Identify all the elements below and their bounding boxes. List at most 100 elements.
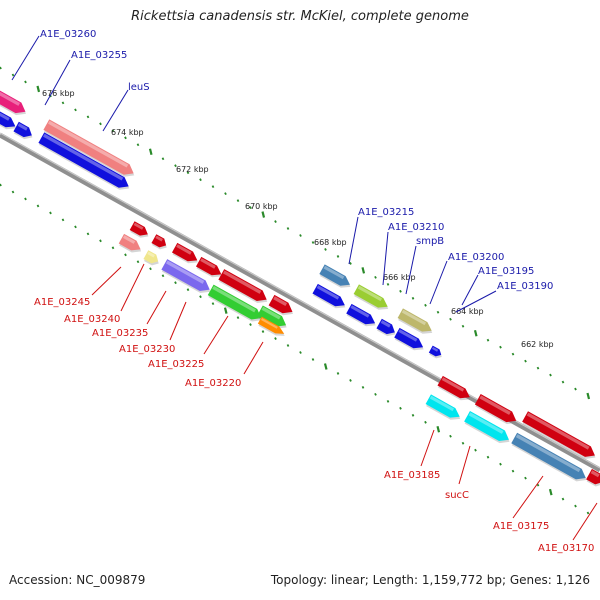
tick-mark: [0, 183, 2, 187]
tick-mark: [324, 248, 327, 251]
gene-feature-highlight: [350, 305, 370, 318]
gene-feature[interactable]: [129, 221, 152, 241]
gene-feature[interactable]: [353, 284, 392, 313]
gene-label[interactable]: A1E_03255: [71, 50, 127, 61]
gene-label[interactable]: A1E_03210: [388, 222, 444, 233]
gene-label[interactable]: A1E_03175: [493, 521, 549, 532]
gene-feature[interactable]: [207, 284, 266, 326]
tick-mark: [211, 302, 215, 306]
tick-mark: [349, 262, 352, 265]
gene-label[interactable]: leuS: [128, 82, 150, 93]
gene-feature-body: [397, 308, 432, 332]
gene-feature-body: [586, 468, 600, 485]
gene-feature-body: [43, 119, 134, 175]
reverse-gene-labels: A1E_03245 A1E_03240 A1E_03235 A1E_03230 …: [34, 263, 598, 554]
leader-line: [405, 245, 417, 295]
tick-mark: [61, 218, 65, 222]
tick-mark: [361, 385, 365, 389]
leader-line: [512, 475, 544, 519]
gene-feature[interactable]: [38, 132, 133, 193]
tick-mark: [574, 387, 577, 391]
gene-feature[interactable]: [312, 283, 349, 312]
tick-mark: [224, 192, 227, 196]
gene-feature[interactable]: [463, 411, 513, 447]
tick-mark: [561, 380, 565, 384]
gene-feature[interactable]: [13, 121, 36, 142]
gene-feature[interactable]: [43, 119, 138, 180]
gene-feature[interactable]: [218, 269, 271, 307]
gene-label[interactable]: A1E_03190: [497, 281, 553, 292]
gene-feature[interactable]: [393, 327, 427, 354]
gene-feature[interactable]: [143, 250, 162, 268]
gene-feature[interactable]: [171, 242, 201, 267]
gene-label[interactable]: A1E_03260: [40, 29, 96, 40]
tick-mark: [186, 171, 190, 175]
gene-label[interactable]: A1E_03230: [119, 344, 175, 355]
tick-mark: [473, 329, 478, 337]
gene-label[interactable]: A1E_03170: [538, 543, 594, 554]
scale-label: 664 kbp: [451, 307, 484, 316]
gene-feature[interactable]: [319, 264, 354, 291]
gene-feature-body: [161, 259, 210, 292]
tick-mark: [536, 366, 540, 370]
tick-mark: [199, 295, 202, 299]
gene-feature[interactable]: [0, 87, 30, 119]
gene-feature-highlight: [200, 258, 216, 269]
gene-feature[interactable]: [268, 294, 297, 319]
leader-line: [146, 290, 167, 325]
gene-feature-highlight: [398, 329, 418, 342]
gene-feature[interactable]: [474, 394, 520, 428]
gene-feature[interactable]: [256, 305, 290, 332]
gene-label[interactable]: A1E_03185: [384, 470, 440, 481]
gene-feature[interactable]: [257, 316, 287, 340]
gene-feature[interactable]: [118, 233, 145, 256]
gene-label[interactable]: A1E_03225: [148, 359, 204, 370]
gene-feature[interactable]: [345, 303, 379, 330]
tick-mark: [36, 85, 41, 93]
gene-feature-body: [195, 256, 222, 276]
gene-label[interactable]: A1E_03245: [34, 297, 90, 308]
tick-mark: [449, 317, 452, 321]
gene-label[interactable]: A1E_03195: [478, 266, 534, 277]
tick-mark: [148, 148, 153, 156]
gene-feature[interactable]: [428, 345, 444, 361]
tick-mark: [236, 316, 240, 320]
tick-mark: [311, 241, 315, 244]
gene-feature[interactable]: [161, 259, 214, 297]
gene-feature[interactable]: [437, 375, 474, 404]
gene-label[interactable]: A1E_03200: [448, 252, 504, 263]
gene-label[interactable]: A1E_03235: [92, 328, 148, 339]
gene-label[interactable]: A1E_03240: [64, 314, 120, 325]
gene-label[interactable]: A1E_03215: [358, 207, 414, 218]
tick-mark: [99, 239, 102, 243]
gene-label[interactable]: sucC: [445, 490, 469, 501]
gene-feature[interactable]: [397, 308, 436, 337]
tick-mark: [261, 211, 266, 218]
gene-label[interactable]: smpB: [416, 236, 444, 247]
gene-feature[interactable]: [151, 234, 170, 252]
gene-feature-highlight: [323, 265, 345, 280]
gene-feature-body: [394, 327, 424, 349]
tick-mark: [24, 197, 27, 201]
gene-feature[interactable]: [521, 411, 599, 463]
tick-mark: [286, 344, 290, 347]
gene-label[interactable]: A1E_03220: [185, 378, 241, 389]
leader-line: [102, 89, 129, 132]
tick-mark: [361, 267, 366, 274]
tick-mark: [249, 206, 252, 209]
gene-feature-highlight: [147, 251, 155, 258]
gene-feature[interactable]: [376, 318, 399, 339]
gene-feature[interactable]: [425, 394, 464, 423]
gene-feature-highlight: [122, 235, 136, 244]
tick-mark: [374, 392, 377, 396]
gene-feature[interactable]: [511, 432, 590, 485]
gene-feature-body: [207, 284, 262, 320]
tick-mark: [274, 337, 277, 340]
gene-feature[interactable]: [585, 468, 600, 489]
leader-line: [203, 315, 229, 355]
gene-feature[interactable]: [0, 108, 19, 133]
gene-feature-highlight: [432, 346, 439, 352]
tick-mark: [349, 379, 352, 382]
gene-feature-highlight: [429, 395, 455, 412]
gene-feature[interactable]: [195, 256, 225, 281]
